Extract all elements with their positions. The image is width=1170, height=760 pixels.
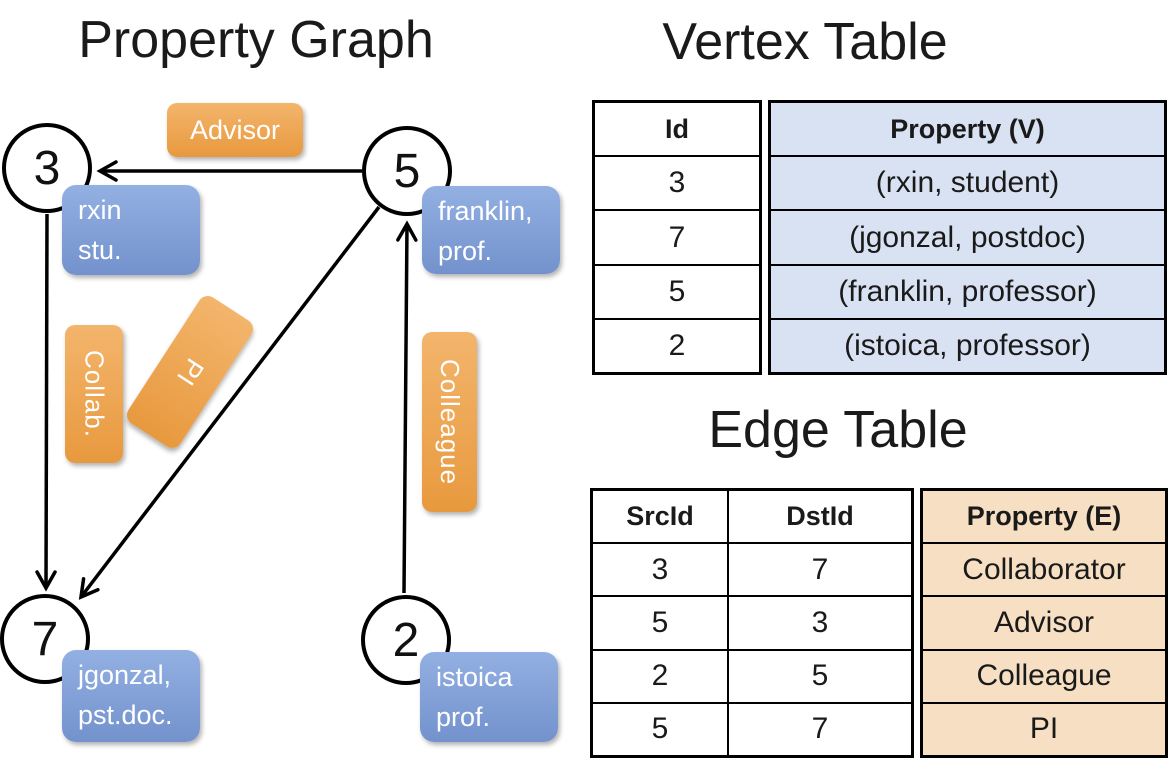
vertex-property-box-istoica: istoica prof. — [420, 652, 558, 742]
edge-table-title: Edge Table — [708, 401, 968, 459]
edge-table-cell-dstid: 5 — [727, 650, 911, 702]
vertex-table-cell-id: 3 — [595, 155, 759, 209]
edge-table-header-row: SrcId DstId — [593, 491, 911, 543]
vertex-table-header-property: Property (V) — [771, 103, 1164, 156]
edge-collab-3-to-7 — [35, 213, 57, 592]
edge-table-cell-srcid: 5 — [651, 606, 669, 639]
vertex-property-line: stu. — [78, 235, 122, 265]
edge-label-advisor: Advisor — [167, 103, 303, 157]
vertex-node-7-id: 7 — [31, 612, 59, 666]
vertex-table-cell-property: (rxin, student) — [771, 155, 1164, 210]
vertex-table-property-column: Property (V) (rxin, student) (jgonzal, p… — [768, 100, 1167, 375]
edge-table-cell-property: Advisor — [923, 595, 1165, 649]
edge-pi-5-to-7 — [78, 205, 381, 600]
edge-table-header-srcid: SrcId — [626, 501, 694, 532]
vertex-node-5-id: 5 — [393, 144, 421, 198]
vertex-property-box-franklin: franklin, prof. — [422, 186, 560, 274]
vertex-node-3: 3 — [2, 123, 92, 213]
vertex-table-header-id: Id — [665, 113, 689, 144]
vertex-table-cell-id: 2 — [595, 317, 759, 372]
property-graph-title: Property Graph — [78, 11, 434, 69]
vertex-node-3-id: 3 — [33, 141, 61, 195]
edge-table-cell-srcid: 3 — [651, 552, 669, 586]
vertex-table-cell-id: 5 — [595, 263, 759, 318]
vertex-node-2-id: 2 — [392, 613, 420, 667]
vertex-property-line: jgonzal, — [78, 660, 172, 690]
vertex-table-cell-property: (istoica, professor) — [771, 317, 1164, 373]
vertex-property-line: prof. — [436, 702, 491, 732]
vertex-property-line: pst.doc. — [78, 700, 173, 730]
edge-table-cell-srcid: 2 — [651, 659, 669, 693]
edge-table-id-row: 2 5 — [593, 648, 911, 702]
edge-table-id-row: 5 7 — [593, 701, 911, 756]
vertex-table-cell-property: (jgonzal, postdoc) — [771, 209, 1164, 264]
edge-label-colleague: Colleague — [422, 332, 477, 512]
edge-table-id-row: 3 7 — [593, 542, 911, 596]
vertex-property-line: rxin — [78, 195, 122, 225]
vertex-property-line: prof. — [438, 236, 493, 266]
edge-table-header-dstid: DstId — [727, 491, 911, 543]
vertex-property-box-jgonzal: jgonzal, pst.doc. — [62, 650, 200, 742]
edge-colleague-2-to-5 — [396, 220, 418, 594]
edge-table-property-column: Property (E) Collaborator Advisor Collea… — [920, 488, 1168, 758]
vertex-table-cell-property: (franklin, professor) — [771, 263, 1164, 318]
edge-table-id-row: 5 3 — [593, 595, 911, 649]
edge-table-cell-dstid: 3 — [727, 597, 911, 649]
edge-table-id-columns: SrcId DstId 3 7 5 3 2 5 5 7 — [590, 488, 914, 758]
edge-label-collab: Collab. — [65, 325, 123, 463]
vertex-table-title: Vertex Table — [662, 13, 948, 71]
edge-table-cell-dstid: 7 — [727, 544, 911, 596]
edge-table-cell-property: Collaborator — [923, 542, 1165, 596]
edge-table-cell-property: PI — [923, 701, 1165, 756]
vertex-property-line: istoica — [436, 662, 513, 692]
edge-table-header-property: Property (E) — [923, 491, 1165, 543]
vertex-property-line: franklin, — [438, 196, 533, 226]
vertex-table-id-column: Id 3 7 5 2 — [592, 100, 762, 375]
vertex-property-box-rxin: rxin stu. — [62, 185, 200, 275]
edge-table-cell-srcid: 5 — [651, 712, 669, 746]
edge-table-cell-dstid: 7 — [727, 703, 911, 756]
vertex-table-cell-id: 7 — [595, 209, 759, 263]
edge-table-cell-property: Colleague — [923, 648, 1165, 702]
